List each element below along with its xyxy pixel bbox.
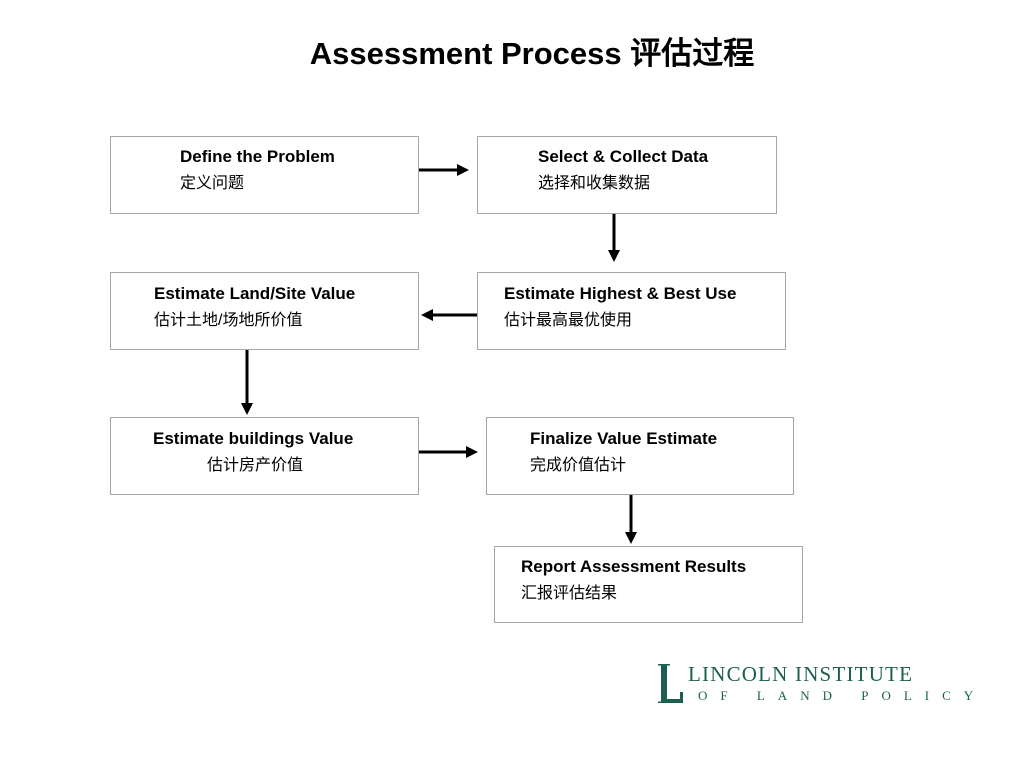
step-label-zh: 定义问题 (180, 175, 245, 192)
step-buildings-value: Estimate buildings Value 估计房产价值 (110, 417, 419, 495)
logo-letter-l-mark (658, 664, 683, 703)
page-title: Assessment Process 评估过程 (309, 36, 755, 71)
step-land-site-value: Estimate Land/Site Value 估计土地/场地所价值 (110, 272, 419, 350)
lincoln-institute-logo: LINCOLN INSTITUTE OF LAND POLICY (656, 662, 973, 708)
step-label-en: Report Assessment Results (521, 557, 747, 576)
step-label-en: Estimate buildings Value (153, 429, 354, 448)
step-finalize-value: Finalize Value Estimate 完成价值估计 (486, 417, 794, 495)
step-label-zh: 估计最高最优使用 (504, 312, 633, 329)
step-define-problem: Define the Problem 定义问题 (110, 136, 419, 214)
logo-line-1: LINCOLN INSTITUTE (688, 662, 914, 686)
step-label-en: Select & Collect Data (538, 147, 709, 166)
step-label-en: Estimate Highest & Best Use (504, 284, 737, 303)
step-highest-best-use: Estimate Highest & Best Use 估计最高最优使用 (477, 272, 786, 350)
step-report-results: Report Assessment Results 汇报评估结果 (494, 546, 803, 623)
step-label-zh: 选择和收集数据 (538, 175, 651, 192)
step-label-zh: 汇报评估结果 (521, 585, 618, 602)
step-label-zh: 估计土地/场地所价值 (154, 312, 303, 329)
step-label-zh: 完成价值估计 (530, 457, 627, 474)
step-label-en: Finalize Value Estimate (530, 429, 718, 448)
logo-line-2: OF LAND POLICY (698, 688, 987, 703)
step-label-zh: 估计房产价值 (207, 457, 304, 474)
step-label-en: Estimate Land/Site Value (154, 284, 356, 303)
step-select-collect-data: Select & Collect Data 选择和收集数据 (477, 136, 777, 214)
step-label-en: Define the Problem (180, 147, 335, 166)
